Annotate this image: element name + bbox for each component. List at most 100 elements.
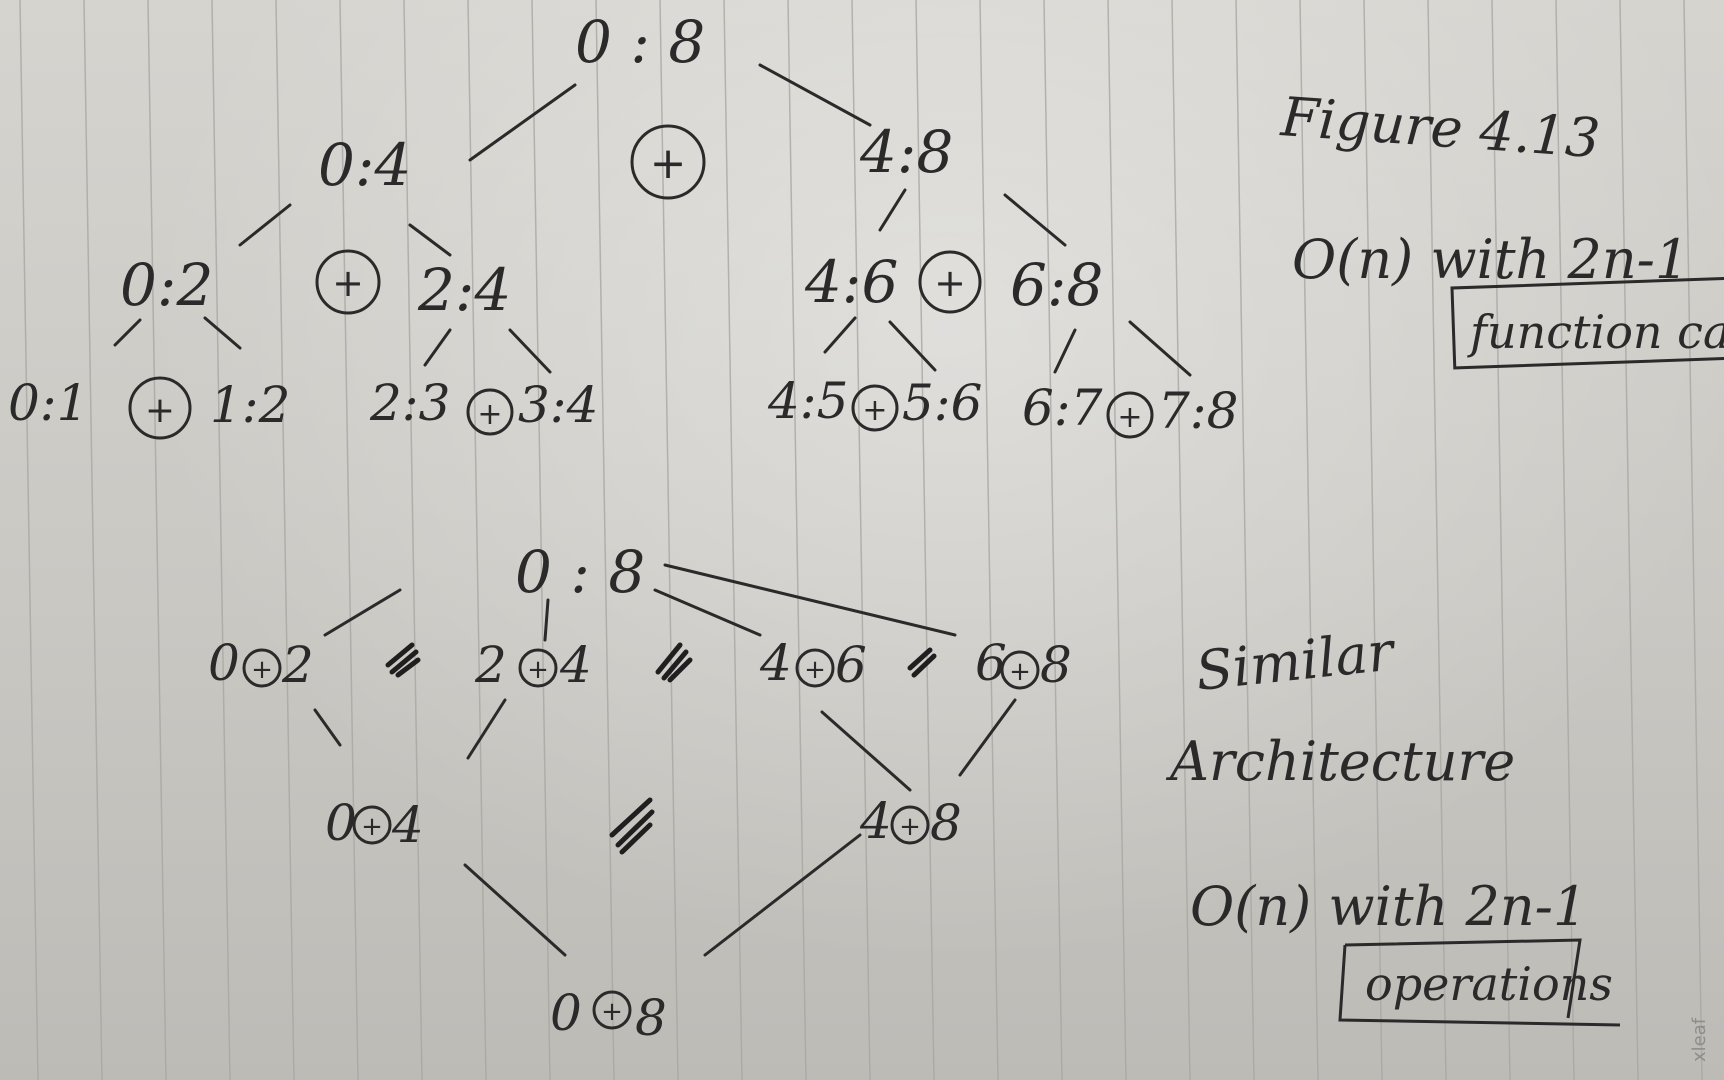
ruled-line [1555, 0, 1575, 1080]
bottom-node-c: 2 [474, 636, 507, 694]
plus-sign: + [862, 393, 887, 428]
ruled-line [1171, 0, 1191, 1080]
ruled-line [275, 0, 295, 1080]
edge-48-08 [703, 833, 862, 957]
edge-root-68 [663, 563, 957, 637]
plus-sign: + [1117, 400, 1142, 435]
bottom-result-a: 0 [550, 984, 582, 1042]
boxed-note-bottom-text: operations [1365, 957, 1613, 1011]
ruled-line [851, 0, 871, 1080]
ruled-line [1363, 0, 1383, 1080]
ruled-line [83, 0, 103, 1080]
scribble-mark [907, 647, 937, 678]
plus-circle-icon [630, 124, 706, 200]
plus-circle-icon [1106, 391, 1154, 439]
boxed-note-bottom [1338, 938, 1621, 1027]
edge-02-12 [203, 316, 242, 350]
ruled-line [659, 0, 679, 1080]
ruled-line [1491, 0, 1511, 1080]
top-node-4-6: 4:6 [804, 248, 898, 316]
top-node-2-3: 2:3 [369, 374, 450, 432]
ruled-line [787, 0, 807, 1080]
bottom-node-b: 2 [281, 636, 314, 694]
scribble-marks [385, 642, 937, 855]
ruled-line [1683, 0, 1703, 1080]
edge-04-24 [408, 223, 452, 257]
edge-04-08 [463, 863, 567, 957]
edge-02-01 [113, 318, 142, 347]
plus-sign: + [527, 655, 549, 685]
ruled-line [19, 0, 39, 1080]
bottom-node-k: 4 [859, 792, 892, 850]
top-node-0-4: 0:4 [318, 131, 411, 199]
bottom-node-d: 4 [559, 636, 592, 694]
top-node-4-8: 4:8 [859, 118, 953, 186]
top-node-6-7: 6:7 [1022, 379, 1103, 437]
plus-sign: + [477, 397, 502, 432]
margin-watermark: xleaf [1689, 1017, 1710, 1062]
plus-sign: + [1009, 657, 1031, 687]
architecture-note: Architecture [1165, 730, 1515, 793]
edge-48-46 [878, 188, 907, 232]
edge-68-67 [1053, 328, 1077, 374]
ruled-line [403, 0, 423, 1080]
edge-24-23 [423, 328, 452, 367]
ruled-line [723, 0, 743, 1080]
ruled-line [1299, 0, 1319, 1080]
edge-46-48 [820, 710, 912, 792]
ruled-line [1619, 0, 1639, 1080]
plus-circle-icon [592, 990, 632, 1030]
ruled-line [1427, 0, 1447, 1080]
bottom-root-label: 0 : 8 [515, 538, 645, 606]
top-node-4-5: 4:5 [767, 372, 848, 430]
top-node-1-2: 1:2 [210, 376, 290, 434]
edge-02-04 [313, 708, 342, 747]
boxed-note-top-text: function ca [1467, 305, 1724, 359]
edge-root-02 [323, 588, 402, 637]
plus-sign: + [804, 655, 826, 685]
plus-circle-icon [518, 648, 558, 688]
bottom-node-j: 4 [391, 796, 424, 854]
bottom-node-i: 0 [325, 794, 357, 852]
plus-sign: + [361, 812, 383, 842]
top-root-label: 0 : 8 [575, 8, 705, 76]
bottom-node-f: 6 [835, 636, 867, 694]
plus-sign: + [251, 655, 273, 685]
edge-46-56 [888, 320, 937, 372]
edge-root-left [468, 83, 577, 162]
side-notes: Figure 4.13 O(n) with 2n-1 function ca S… [1165, 85, 1724, 1027]
bottom-node-g: 6 [975, 634, 1007, 692]
plus-sign: + [650, 138, 687, 189]
edge-68-48 [958, 698, 1017, 777]
similar-note: Similar [1193, 619, 1400, 703]
plus-circle-icon [128, 376, 192, 440]
figure-reference: Figure 4.13 [1278, 85, 1602, 170]
top-node-2-4: 2:4 [417, 256, 511, 324]
ruled-line [339, 0, 359, 1080]
scribble-mark [655, 642, 693, 683]
bottom-result-b: 8 [635, 989, 667, 1047]
edge-root-right [758, 63, 872, 127]
edge-04-02 [238, 203, 292, 247]
boxed-note-top [1450, 276, 1724, 370]
plus-sign: + [145, 390, 175, 431]
edge-46-45 [823, 316, 857, 354]
plus-circle-icon [242, 648, 282, 688]
top-node-3-4: 3:4 [518, 376, 598, 434]
edge-68-78 [1128, 320, 1192, 377]
ruled-line [915, 0, 935, 1080]
ruled-line [531, 0, 551, 1080]
scribble-mark [609, 797, 655, 855]
ruled-line [979, 0, 999, 1080]
ruled-line [467, 0, 487, 1080]
edge-48-68 [1003, 193, 1067, 247]
bottom-node-a: 0 [208, 634, 240, 692]
scribble-mark [385, 642, 421, 678]
ruled-line [1043, 0, 1063, 1080]
plus-circle-icon [315, 249, 381, 315]
bottom-node-l: 8 [930, 794, 962, 852]
ruled-line [1235, 0, 1255, 1080]
plus-sign: + [332, 261, 364, 305]
